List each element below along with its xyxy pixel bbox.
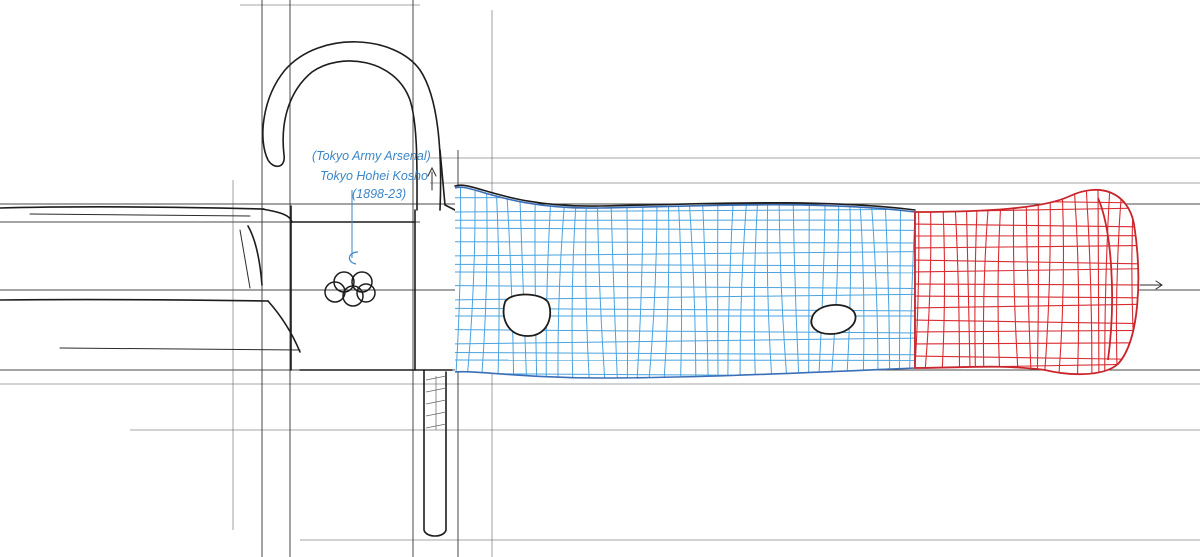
- rivet-hole-left: [502, 293, 552, 337]
- grip-top-edge: [454, 184, 916, 211]
- arsenal-mark-icon: [324, 190, 376, 307]
- pommel-wireframe: [915, 189, 1139, 375]
- annotation-line-3: (1898-23): [352, 187, 406, 201]
- grip-wireframe: [455, 187, 915, 378]
- guard-hatching: [425, 375, 447, 430]
- pommel-cap-edge: [1097, 197, 1113, 361]
- annotation-line-2: Tokyo Hohei Kosho: [320, 169, 428, 183]
- annotation-line-1: (Tokyo Army Arsenal): [312, 149, 431, 163]
- crossguard-sketch: [262, 41, 456, 537]
- hooked-quillon: [262, 41, 442, 211]
- rivet-hole-right: [810, 304, 857, 335]
- arsenal-annotation: (Tokyo Army Arsenal) Tokyo Hohei Kosho (…: [312, 149, 431, 201]
- pommel-outline: [914, 188, 1140, 376]
- arrow-icon: [1139, 280, 1163, 290]
- blade-sketch: [0, 206, 301, 353]
